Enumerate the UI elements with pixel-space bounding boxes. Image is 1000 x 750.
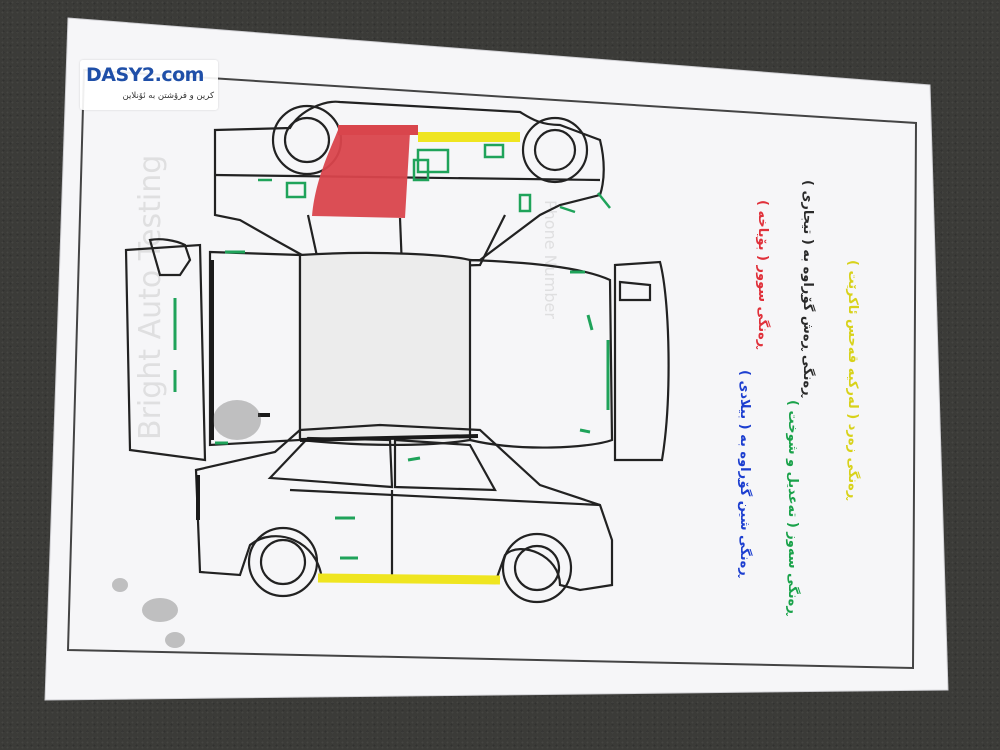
black-marks-plan (210, 260, 270, 440)
faded-heading: Bright Auto Testing Phone Number (133, 155, 560, 440)
legend-green: ڕەنگی سەوز ( تەعدیل و شوخت ) (785, 400, 800, 616)
page-frame (66, 68, 918, 670)
legend-black: ڕەنگی ڕەش گۆڕاوە بە ( تیجاری ) (800, 180, 815, 398)
site-watermark: DASY2.com کرین و فرۆشتن بە ئۆنلاین (80, 60, 218, 110)
legend-yellow: ڕەنگی زەرد ( لەرکیە قەحس ئاکرێت ) (845, 260, 860, 500)
red-strip-top (338, 125, 418, 135)
svg-text:Phone Number: Phone Number (541, 200, 560, 319)
watermark-tagline: کرین و فرۆشتن بە ئۆنلاین (122, 91, 214, 101)
legend-red: ڕەنگی سوور ( بۆیاخە ) (755, 200, 770, 349)
car-side-bottom (194, 423, 614, 604)
watermark-logo: DASY2.com (86, 64, 204, 86)
yellow-strip-top (418, 132, 520, 142)
green-marks-plan (173, 250, 610, 445)
red-paint-area-top (312, 130, 410, 218)
legend-blue: ڕەنگی شین گۆڕاوە بە ( بیلادی ) (737, 370, 752, 578)
ink-smudges (112, 400, 261, 648)
marks-side-bottom (196, 434, 501, 585)
green-marks-top (258, 143, 611, 214)
svg-text:Bright Auto Testing: Bright Auto Testing (133, 155, 168, 440)
